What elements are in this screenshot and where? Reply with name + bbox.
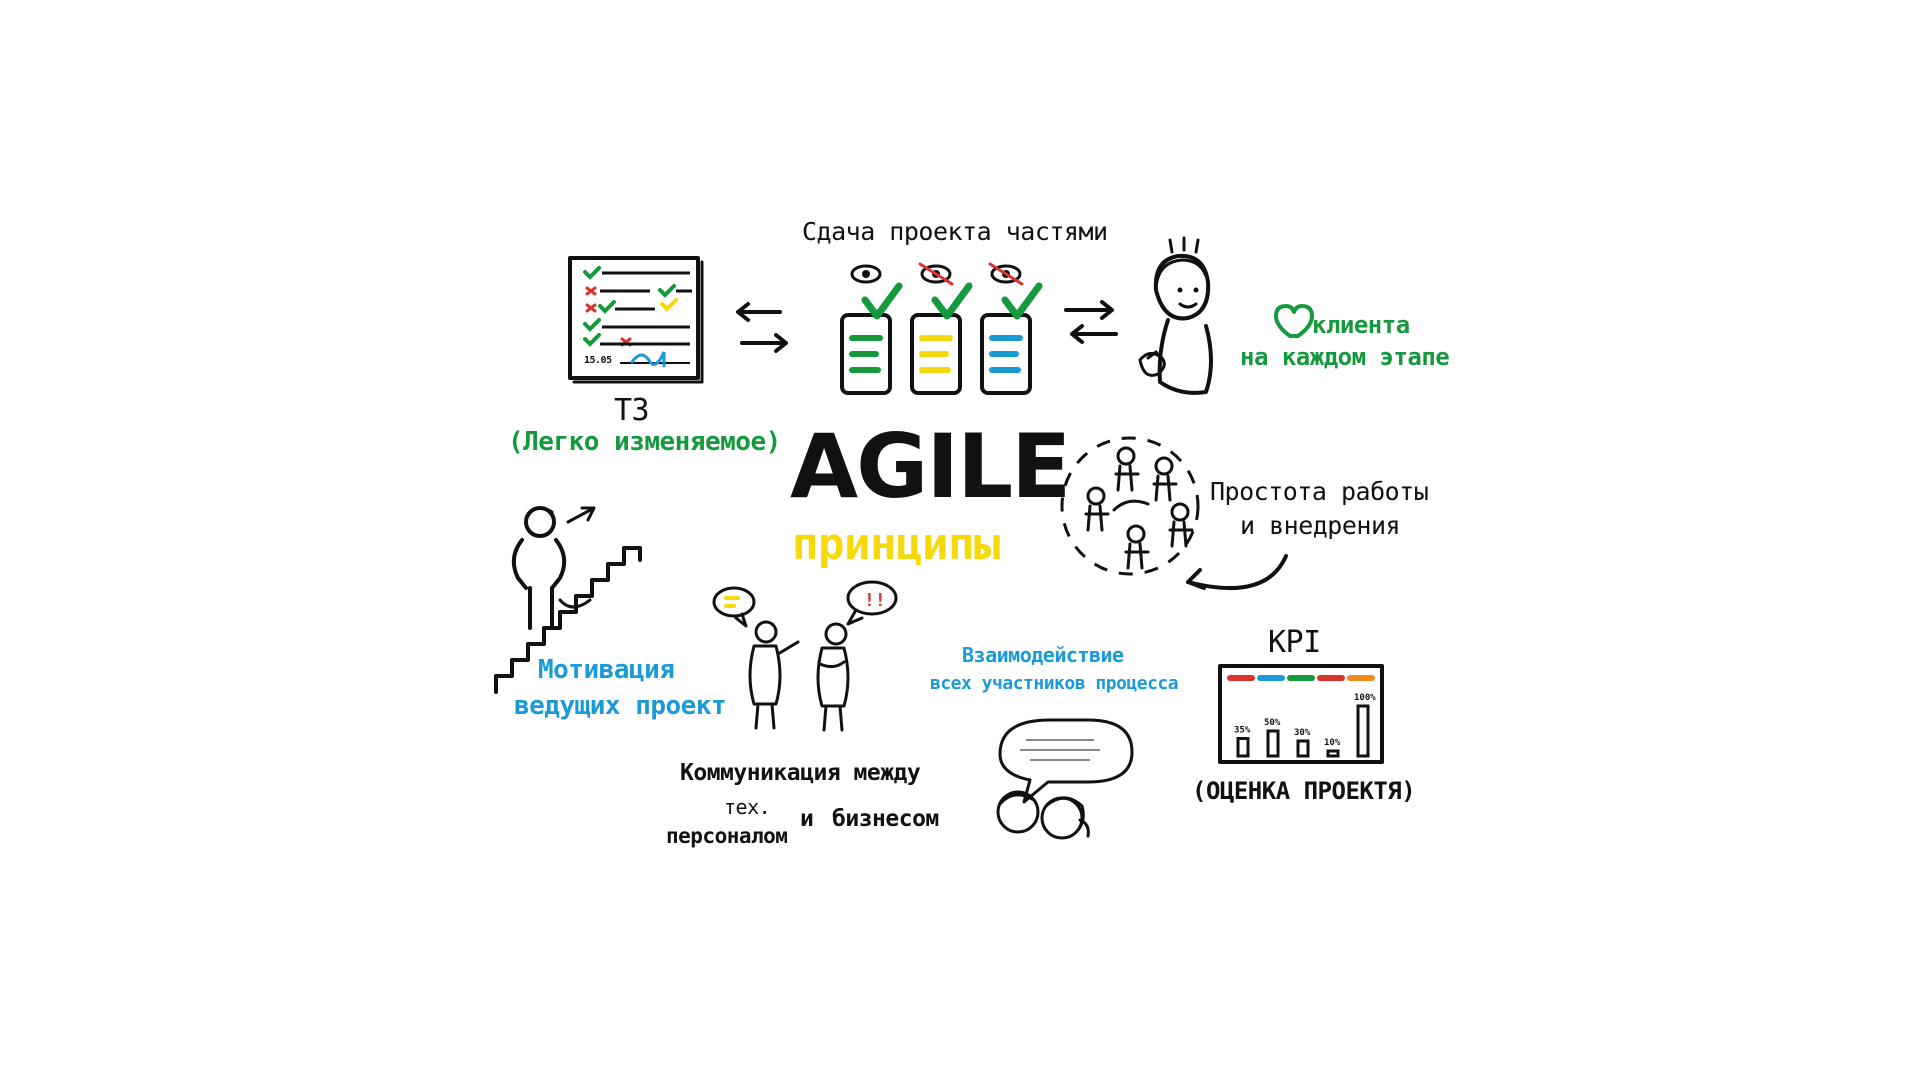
kpi-bar-label-3: 30% (1294, 728, 1311, 738)
curved-arrow-icon (1186, 554, 1288, 590)
client-label-2: на каждом этапе (1240, 343, 1450, 371)
heart-icon (1274, 304, 1314, 338)
speech-bubble-faces-icon (996, 718, 1134, 840)
person-on-stairs-icon (494, 506, 642, 694)
kpi-bar-4 (1326, 749, 1340, 758)
kpi-label: KPI (1268, 625, 1321, 660)
exchange-arrows-right-icon (1064, 300, 1118, 344)
agile-title: AGILE (790, 415, 1071, 518)
communication-tech: тех. (724, 795, 771, 819)
kpi-bar-3 (1296, 739, 1310, 758)
communication-staff: персоналом (666, 824, 788, 848)
kpi-bar-label-5: 100% (1354, 693, 1376, 703)
checklist-document-icon (568, 256, 704, 384)
communication-label: Коммуникация между (680, 760, 921, 786)
client-label: клиента (1312, 311, 1410, 339)
kpi-bar-label-2: 50% (1264, 718, 1281, 728)
kpi-bar-label-4: 10% (1324, 738, 1341, 748)
client-person-icon (1138, 236, 1213, 395)
svg-text:!!: !! (864, 590, 886, 611)
interaction-label-2: всех участников процесса (930, 673, 1179, 694)
two-people-talking-icon: !! (712, 580, 898, 732)
delivery-label: Сдача проекта частями (802, 217, 1108, 246)
exchange-arrows-left-icon (736, 302, 788, 353)
kpi-bar-1 (1236, 737, 1250, 758)
kpi-bars-group: 35% 50% 30% 10% 100% (1234, 693, 1376, 758)
kpi-bar-label-1: 35% (1234, 726, 1251, 736)
kpi-bar-5 (1356, 704, 1370, 758)
agile-subtitle: принципы (792, 519, 1000, 570)
three-document-cards-with-eyes-icon (840, 262, 1043, 395)
communication-and: и (800, 806, 814, 832)
simplicity-label-2: и внедрения (1240, 511, 1401, 540)
bar-chart-icon: 35% 50% 30% 10% 100% (1218, 664, 1384, 764)
kpi-bar-2 (1266, 729, 1280, 758)
motivation-label-2: ведущих проект (514, 691, 727, 721)
spec-doc-date: 15.05 (584, 355, 612, 366)
communication-business: бизнесом (832, 806, 939, 832)
spec-label: Т3 (614, 393, 650, 428)
kpi-note: (ОЦЕНКА ПРОЕКТЯ) (1192, 777, 1416, 805)
interaction-label: Взаимодействие (962, 643, 1124, 667)
spec-note: (Легко изменяемое) (508, 427, 781, 457)
simplicity-label: Простота работы (1210, 477, 1429, 506)
motivation-label: Мотивация (538, 655, 675, 685)
people-circle-icon (1060, 436, 1200, 576)
